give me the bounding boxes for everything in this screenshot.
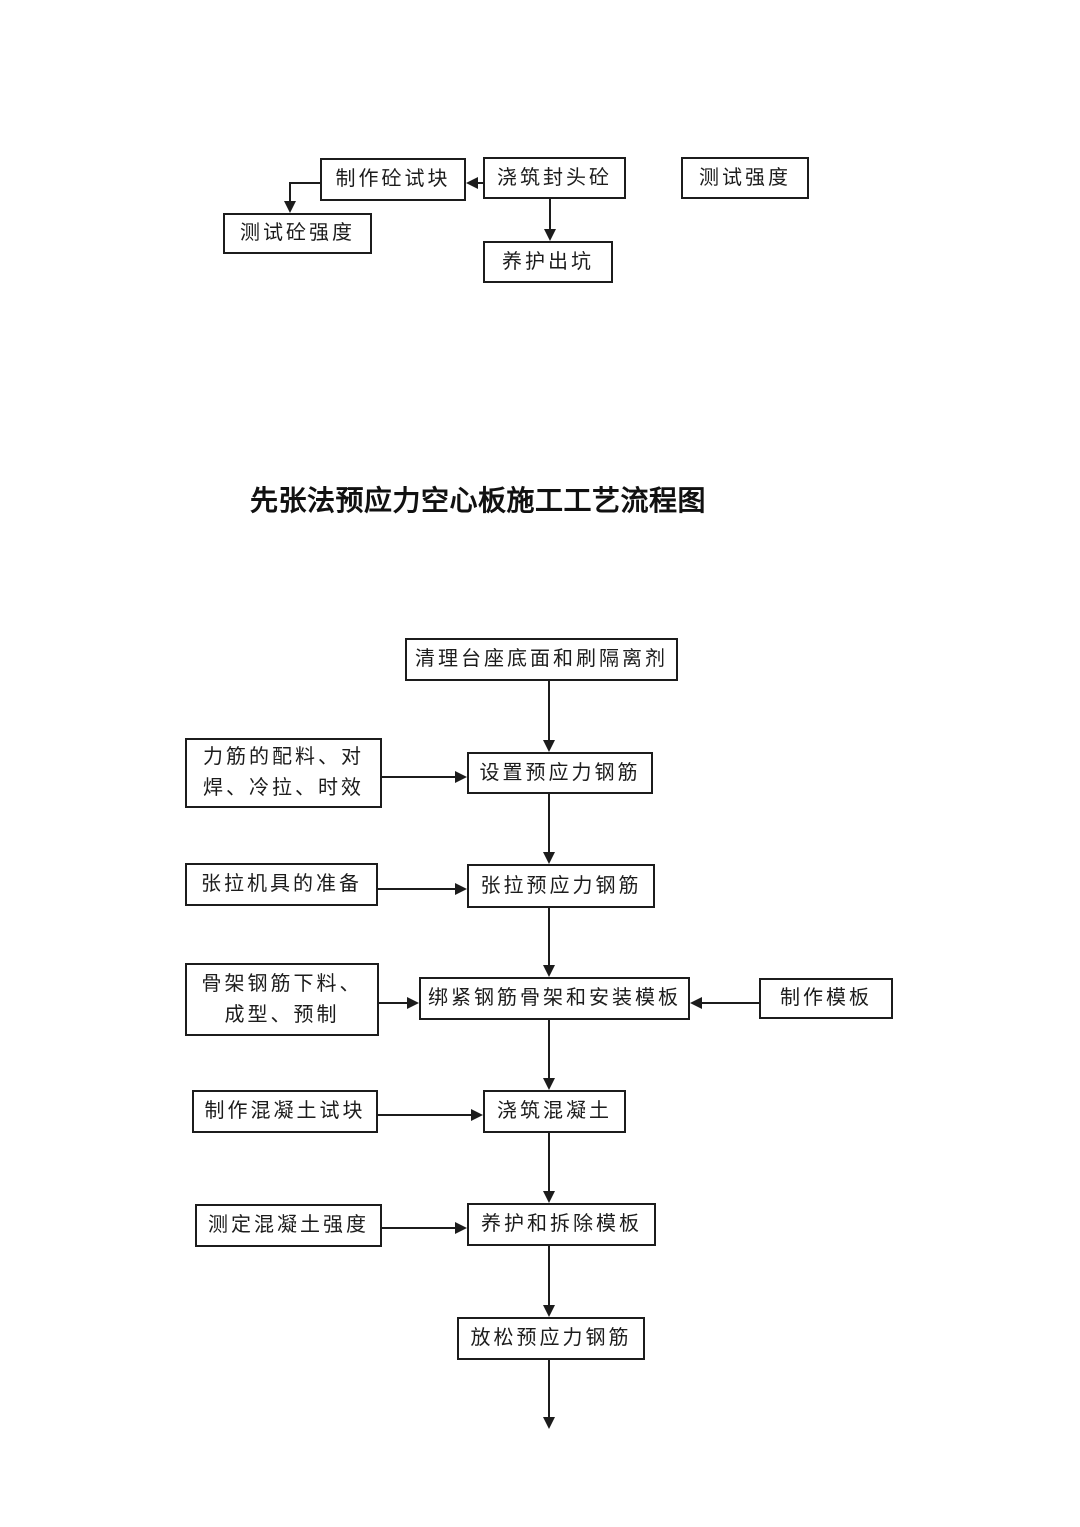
connector-line xyxy=(378,888,455,890)
flow-node-make-concrete-test-cube: 制作混凝土试块 xyxy=(192,1090,378,1133)
flow-node-cure-and-strip-forms: 养护和拆除模板 xyxy=(467,1203,656,1246)
connector-line xyxy=(548,1020,550,1078)
arrow-head-down-icon xyxy=(544,229,556,241)
connector-line xyxy=(548,1133,550,1191)
connector-line xyxy=(548,794,550,852)
connector-line xyxy=(548,908,550,965)
flow-node-measure-concrete-strength: 测定混凝土强度 xyxy=(195,1204,382,1247)
connector-line xyxy=(382,1227,455,1229)
connector-line xyxy=(379,1002,407,1004)
connector-line xyxy=(378,1114,471,1116)
flow-node-cage-rebar-prep: 骨架钢筋下料、 成型、预制 xyxy=(185,963,379,1036)
arrow-head-right-icon xyxy=(455,771,467,783)
page-title: 先张法预应力空心板施工工艺流程图 xyxy=(250,485,707,516)
connector-line xyxy=(548,1360,550,1417)
arrow-head-down-icon xyxy=(543,1417,555,1429)
arrow-head-right-icon xyxy=(407,997,419,1009)
arrow-head-down-icon xyxy=(543,965,555,977)
arrow-head-left-icon xyxy=(466,177,478,189)
flow-node-clean-base: 清理台座底面和刷隔离剂 xyxy=(405,638,678,681)
flow-node-tension-tendons: 张拉预应力钢筋 xyxy=(467,864,655,908)
connector-line xyxy=(548,681,550,740)
flow-node-make-concrete-cube: 制作砼试块 xyxy=(320,158,466,201)
connector-line xyxy=(548,1246,550,1305)
connector-line xyxy=(478,182,483,184)
arrow-head-down-icon xyxy=(543,740,555,752)
flow-node-set-tendons: 设置预应力钢筋 xyxy=(467,752,653,794)
flow-node-pour-sealing-concrete: 浇筑封头砼 xyxy=(483,157,626,199)
arrow-head-down-icon xyxy=(543,852,555,864)
flow-node-test-strength: 测试强度 xyxy=(681,157,809,199)
connector-line xyxy=(702,1002,759,1004)
flow-node-cure-and-exit-pit: 养护出坑 xyxy=(483,241,613,283)
arrow-head-down-icon xyxy=(284,201,296,213)
arrow-head-right-icon xyxy=(471,1109,483,1121)
connector-line xyxy=(289,182,291,201)
flow-node-release-tendons: 放松预应力钢筋 xyxy=(457,1317,645,1360)
flow-node-test-concrete-strength: 测试砼强度 xyxy=(223,213,372,254)
flow-node-make-forms: 制作模板 xyxy=(759,978,893,1019)
arrow-head-down-icon xyxy=(543,1078,555,1090)
flow-node-pour-concrete: 浇筑混凝土 xyxy=(483,1090,626,1133)
arrow-head-down-icon xyxy=(543,1191,555,1203)
flow-node-tension-rig-prep: 张拉机具的准备 xyxy=(185,863,378,906)
connector-line xyxy=(382,776,455,778)
arrow-head-down-icon xyxy=(543,1305,555,1317)
flow-node-tendon-prep: 力筋的配料、对 焊、冷拉、时效 xyxy=(185,738,382,808)
connector-line xyxy=(549,199,551,229)
flow-node-tie-cage-install-forms: 绑紧钢筋骨架和安装模板 xyxy=(419,977,690,1020)
connector-line xyxy=(290,182,320,184)
arrow-head-right-icon xyxy=(455,883,467,895)
arrow-head-left-icon xyxy=(690,997,702,1009)
arrow-head-right-icon xyxy=(455,1222,467,1234)
